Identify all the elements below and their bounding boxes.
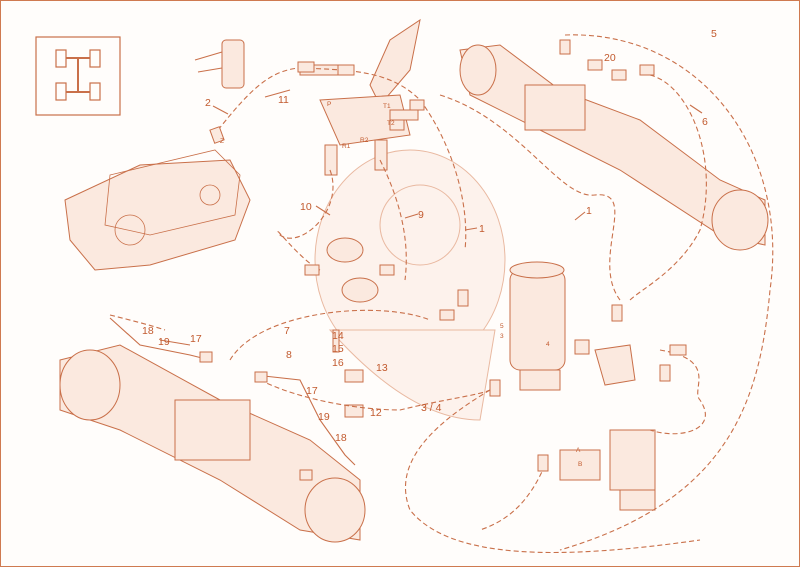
axle-drive-icon (35, 36, 121, 116)
union-bracket (594, 344, 636, 386)
callout-16: 16 (332, 357, 344, 369)
callout-8: 8 (286, 349, 292, 361)
callout-3-4: 3 / 4 (421, 402, 442, 414)
callout-12: 12 (370, 407, 382, 419)
callout-19-top: 19 (158, 336, 170, 348)
callout-19-bottom: 19 (318, 411, 330, 423)
callout-13: 13 (376, 362, 388, 374)
callout-17-top: 17 (190, 333, 202, 345)
port-label-b: B (578, 461, 582, 468)
callout-6: 6 (702, 116, 708, 128)
brake-valve (299, 18, 421, 176)
callout-11: 11 (278, 94, 289, 106)
hydraulic-pump (64, 149, 251, 271)
port-label-p: P (327, 101, 331, 108)
sensor-bracket (332, 329, 364, 418)
callout-9: 9 (418, 209, 424, 221)
fittings (199, 39, 687, 481)
callout-1-center: 1 (479, 223, 485, 235)
callout-18-top: 18 (142, 325, 154, 337)
callout-7: 7 (284, 325, 290, 337)
callout-5: 5 (711, 28, 717, 40)
callout-2: 2 (205, 97, 211, 109)
callout-17-bottom: 17 (306, 385, 318, 397)
callout-15: 15 (332, 343, 344, 355)
port-label-t1: T1 (383, 103, 391, 110)
callout-20: 20 (604, 52, 616, 64)
port-label-a: A (576, 447, 581, 454)
callout-18-bottom: 18 (335, 432, 347, 444)
front-axle (59, 344, 366, 543)
accumulators (326, 237, 379, 303)
callout-14: 14 (332, 330, 344, 342)
port-label-t2: T2 (387, 120, 395, 127)
port-label-tank-3: 3 (500, 333, 504, 340)
filter (194, 39, 245, 89)
port-label-tank-5: 5 (500, 323, 504, 330)
hydraulic-tank (509, 261, 566, 391)
port-label-r2: R2 (360, 137, 369, 144)
port-label-z: Z (220, 138, 224, 145)
port-label-r1: R1 (342, 143, 351, 150)
callout-10: 10 (300, 201, 312, 213)
rear-axle (459, 44, 769, 251)
pipe-routes (109, 34, 774, 554)
port-label-tank-4: 4 (546, 341, 550, 348)
leader-lines (212, 89, 703, 231)
control-valve (559, 429, 656, 511)
callout-1-right: 1 (586, 205, 592, 217)
engine-silhouette (314, 149, 506, 421)
